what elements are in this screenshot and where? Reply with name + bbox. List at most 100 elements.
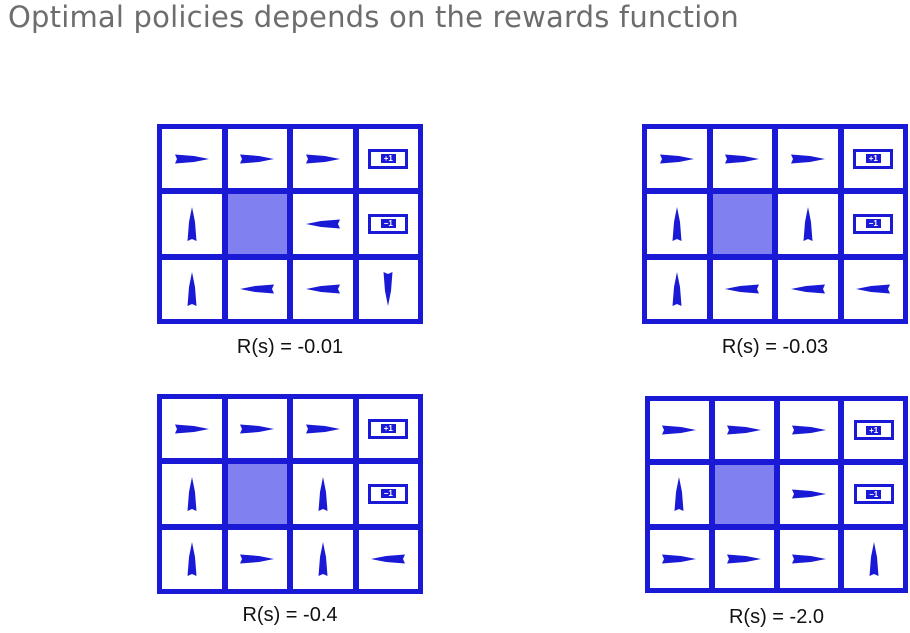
terminal-minus-cell: −1 [843, 194, 903, 254]
policy-cell [162, 194, 222, 254]
arrow-right-icon [240, 154, 275, 164]
terminal-plus-icon: +1 [853, 148, 894, 169]
arrow-up-icon [187, 542, 197, 577]
terminal-plus-icon: +1 [368, 418, 409, 439]
terminal-reward-label: +1 [865, 154, 881, 164]
policy-cell [293, 129, 353, 189]
arrow-up-icon [318, 476, 328, 511]
gridworld: +1 −1 [642, 124, 908, 324]
reward-caption: R(s) = -0.03 [721, 336, 829, 358]
policy-cell [714, 529, 774, 588]
terminal-minus-icon: −1 [368, 483, 409, 504]
arrow-up-icon [672, 272, 682, 307]
policy-cell [650, 465, 709, 524]
policy-cell [162, 129, 222, 189]
wall-cell [227, 464, 287, 524]
reward-caption: R(s) = -2.0 [728, 606, 825, 628]
arrow-left-icon [240, 284, 275, 294]
arrow-left-icon [371, 554, 406, 564]
terminal-plus-icon: +1 [368, 148, 409, 169]
arrow-right-icon [659, 154, 694, 164]
policy-cell [227, 129, 287, 189]
arrow-right-icon [725, 154, 760, 164]
arrow-left-icon [856, 284, 891, 294]
policy-cell [227, 259, 287, 319]
terminal-minus-icon: −1 [853, 213, 894, 234]
terminal-minus-cell: −1 [844, 465, 903, 524]
policy-cell [293, 399, 353, 459]
policy-cell [293, 529, 353, 589]
policy-cell [712, 259, 772, 319]
policy-cell [162, 529, 222, 589]
terminal-minus-cell: −1 [358, 464, 418, 524]
terminal-reward-label: +1 [380, 154, 396, 164]
policy-cell [227, 399, 287, 459]
terminal-plus-cell: +1 [358, 129, 418, 189]
arrow-left-icon [725, 284, 760, 294]
arrow-right-icon [791, 425, 826, 435]
terminal-plus-cell: +1 [843, 129, 903, 189]
policy-cell [162, 259, 222, 319]
terminal-minus-icon: −1 [853, 484, 894, 505]
terminal-reward-label: −1 [866, 489, 882, 499]
wall-cell [714, 465, 774, 524]
policy-cell [844, 529, 903, 588]
arrow-up-icon [869, 541, 879, 576]
arrow-right-icon [662, 554, 697, 564]
wall-cell [227, 194, 287, 254]
policy-cell [779, 529, 839, 588]
terminal-plus-icon: +1 [853, 420, 894, 441]
gridworld: +1 −1 [157, 394, 423, 594]
arrow-right-icon [305, 154, 340, 164]
policy-cell [650, 401, 709, 460]
policy-cell [647, 194, 707, 254]
wall-cell [712, 194, 772, 254]
arrow-right-icon [727, 425, 762, 435]
policy-cell [779, 465, 839, 524]
arrow-right-icon [305, 424, 340, 434]
arrow-up-icon [187, 206, 197, 241]
arrow-left-icon [305, 284, 340, 294]
terminal-minus-icon: −1 [368, 213, 409, 234]
policy-cell [843, 259, 903, 319]
policy-cell [779, 401, 839, 460]
arrow-up-icon [318, 542, 328, 577]
arrow-down-icon [383, 272, 393, 307]
policy-cell [162, 464, 222, 524]
gridworld: +1 −1 [157, 124, 423, 324]
policy-cell [778, 129, 838, 189]
arrow-right-icon [174, 424, 209, 434]
arrow-up-icon [674, 477, 684, 512]
policy-cell [714, 401, 774, 460]
terminal-minus-cell: −1 [358, 194, 418, 254]
arrow-right-icon [240, 424, 275, 434]
arrow-right-icon [790, 154, 825, 164]
terminal-plus-cell: +1 [358, 399, 418, 459]
terminal-reward-label: +1 [380, 424, 396, 434]
policy-cell [358, 529, 418, 589]
policy-cell [778, 259, 838, 319]
arrow-left-icon [790, 284, 825, 294]
slide-title: Optimal policies depends on the rewards … [8, 0, 739, 34]
terminal-reward-label: −1 [380, 219, 396, 229]
policy-cell [778, 194, 838, 254]
policy-cell [293, 194, 353, 254]
arrow-right-icon [791, 554, 826, 564]
arrow-right-icon [727, 554, 762, 564]
arrow-left-icon [305, 219, 340, 229]
policy-cell [647, 129, 707, 189]
policy-cell [647, 259, 707, 319]
policy-cell [650, 529, 709, 588]
policy-cell [712, 129, 772, 189]
terminal-reward-label: −1 [865, 219, 881, 229]
policy-cell [293, 464, 353, 524]
arrow-up-icon [187, 476, 197, 511]
terminal-reward-label: −1 [380, 489, 396, 499]
terminal-plus-cell: +1 [844, 401, 903, 460]
arrow-right-icon [240, 554, 275, 564]
arrow-right-icon [662, 425, 697, 435]
arrow-up-icon [803, 206, 813, 241]
policy-cell [227, 529, 287, 589]
arrow-up-icon [672, 206, 682, 241]
gridworld: +1 −1 [645, 396, 908, 593]
